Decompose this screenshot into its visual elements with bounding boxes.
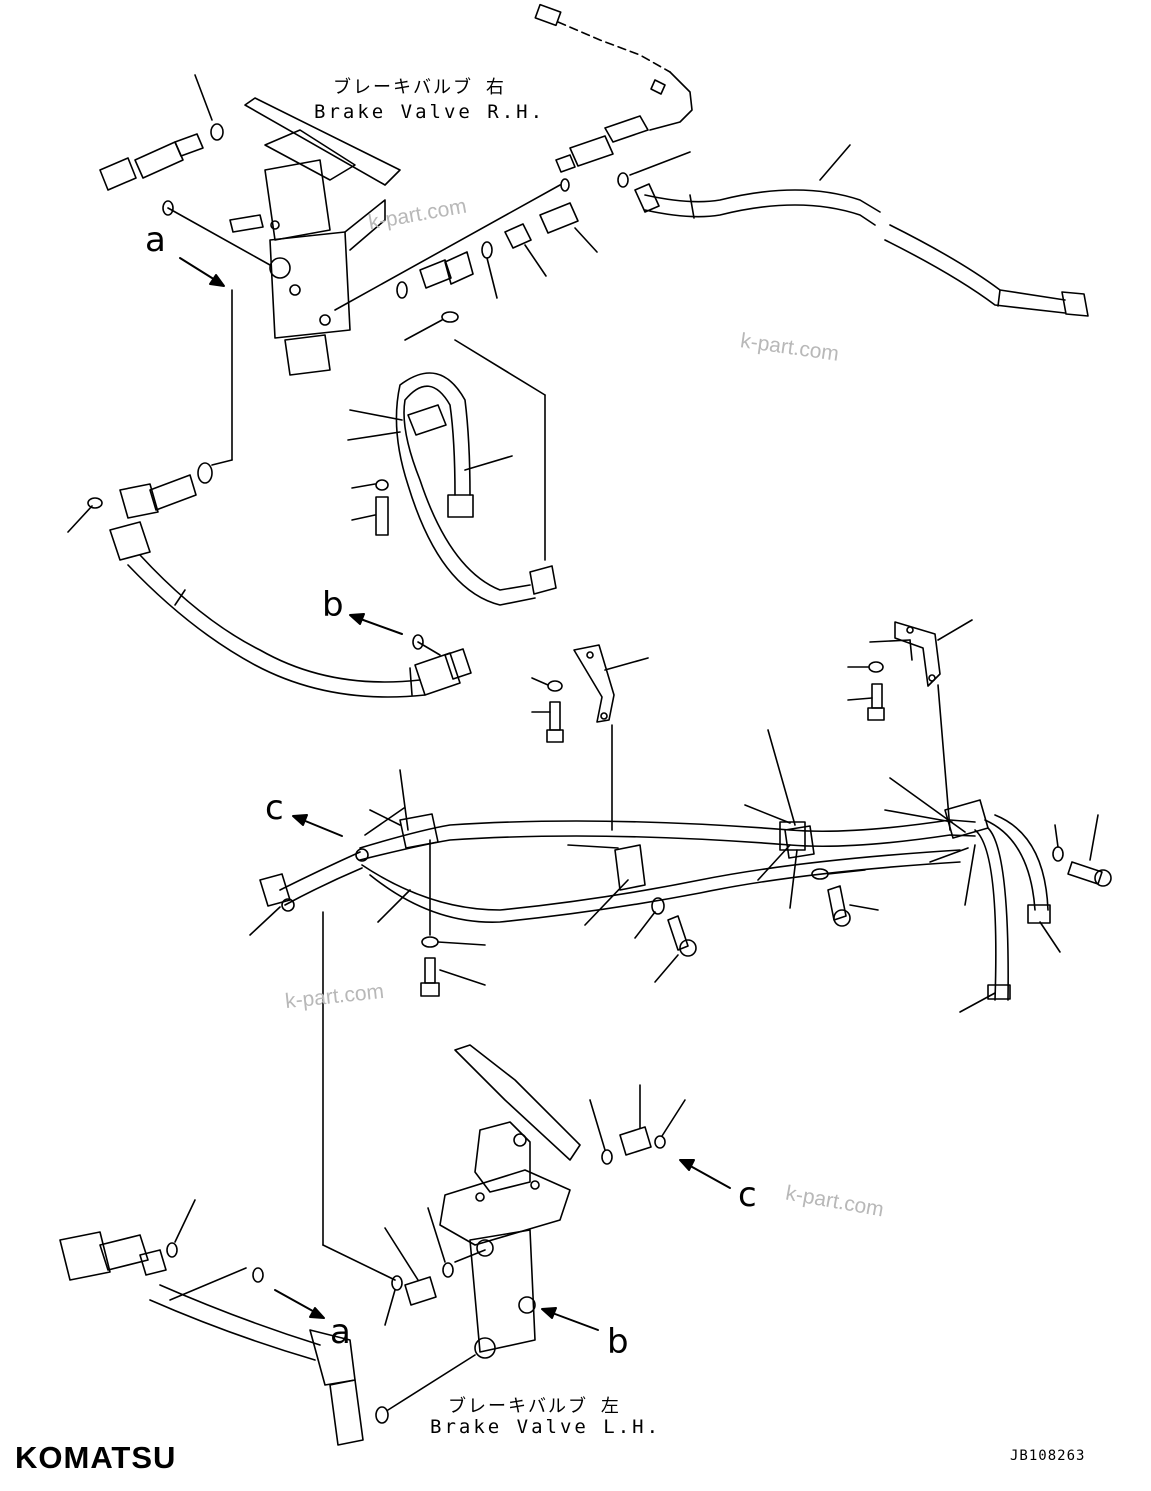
callout-b-top: b (322, 585, 344, 625)
arrow-c-right (684, 1162, 731, 1189)
callout-c-right: c (738, 1175, 757, 1215)
brake-valve-rh (229, 97, 401, 376)
hose-left-b (67, 289, 472, 698)
brake-valve-lh-title-jp: ブレーキバルブ 左 (448, 1396, 621, 1417)
brake-valve-rh-title-en: Brake Valve R.H. (314, 101, 546, 123)
brackets-and-bolts (420, 619, 1112, 997)
brake-valve-rh-title-jp: ブレーキバルブ 右 (333, 77, 506, 98)
hose-top-right (634, 144, 1089, 317)
fittings-top-left (99, 74, 271, 266)
hose-middle-s (347, 372, 557, 606)
komatsu-logo: KOMATSU (15, 1440, 177, 1475)
arrow-b-top (354, 616, 403, 635)
callout-a-bottom: a (330, 1312, 351, 1352)
drawing-code: JB108263 (1010, 1448, 1086, 1464)
callout-c-left: c (265, 788, 284, 828)
hose-assembly-middle (249, 729, 1061, 1281)
sensor-harness (534, 3, 693, 173)
callout-b-bottom: b (607, 1322, 629, 1362)
brake-valve-lh (439, 1044, 581, 1359)
fittings-middle-top (334, 151, 691, 561)
callout-a-top: a (145, 220, 166, 260)
fittings-bottom (59, 1084, 686, 1446)
arrow-b-bottom (546, 1310, 599, 1331)
brake-valve-lh-title-en: Brake Valve L.H. (430, 1416, 662, 1438)
arrows (179, 257, 731, 1331)
